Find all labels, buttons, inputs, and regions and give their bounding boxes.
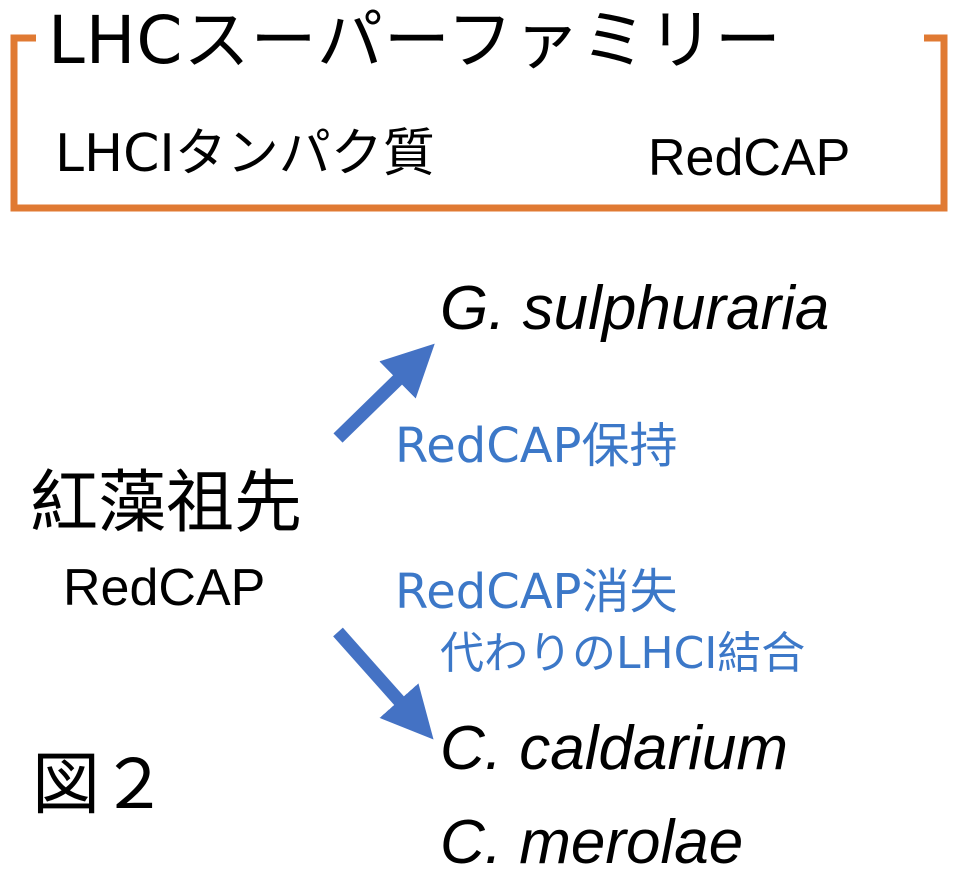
ancestor-title: 紅藻祖先 [30, 464, 303, 543]
species-c-merolae: C. merolae [440, 808, 744, 877]
species-g-sulphuraria: G. sulphuraria [440, 274, 830, 343]
arrow-down [333, 627, 434, 740]
superfamily-title: LHCスーパーファミリー [48, 2, 782, 79]
annotation-redcap-lost: RedCAP消失 [395, 564, 678, 620]
figure-label: 図２ [32, 746, 169, 825]
species-c-caldarium: C. caldarium [440, 714, 788, 783]
superfamily-member-lhci: LHCIタンパク質 [55, 124, 435, 184]
ancestor-subtitle: RedCAP [63, 559, 266, 617]
annotation-redcap-retained: RedCAP保持 [395, 418, 678, 474]
superfamily-member-redcap: RedCAP [648, 129, 851, 187]
annotation-lhci-binding: 代わりのLHCI結合 [440, 628, 806, 679]
